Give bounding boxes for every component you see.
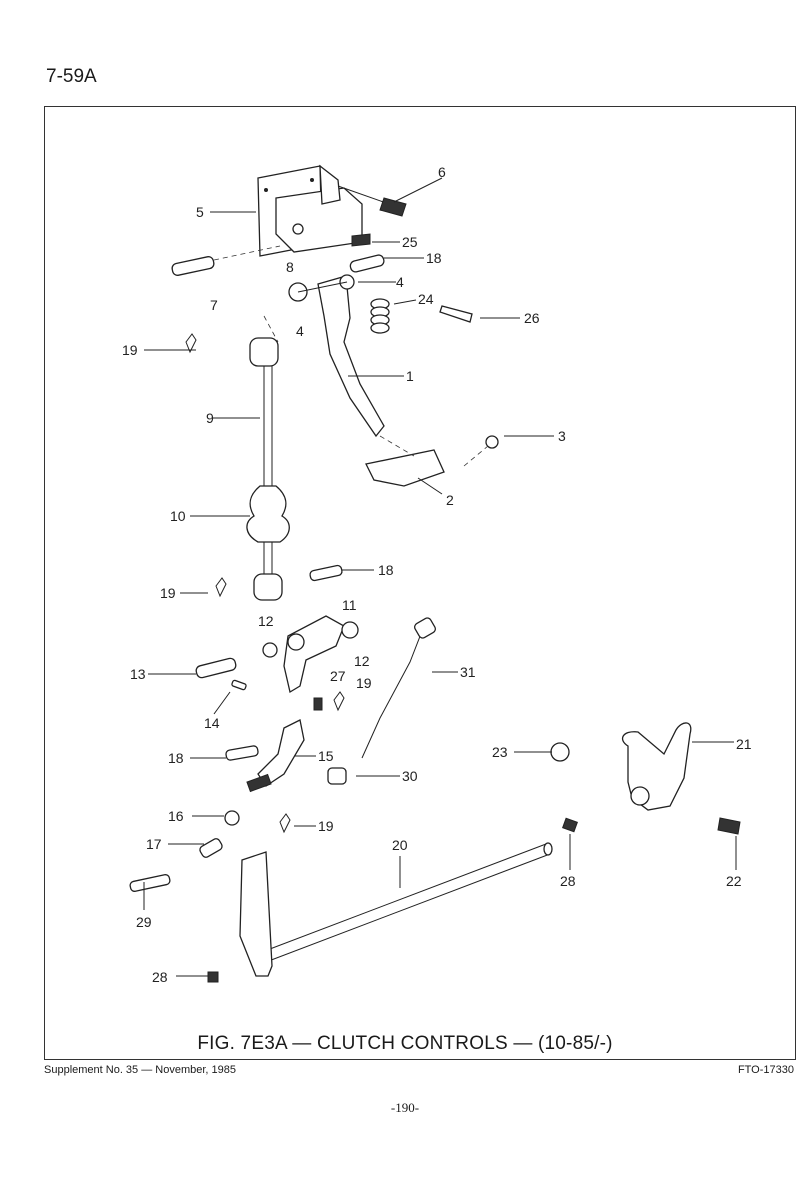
figure-frame (44, 106, 796, 1060)
callout-8: 8 (286, 259, 294, 275)
callout-24: 24 (418, 291, 434, 307)
adjusting-rod (361, 617, 436, 759)
callout-3: 3 (558, 428, 566, 444)
pin-lower (225, 745, 259, 761)
callout-30: 30 (402, 768, 418, 784)
jam-nut (224, 810, 240, 826)
lever-pin (195, 657, 237, 679)
link (199, 838, 223, 858)
cotter-pin-2 (215, 577, 227, 598)
callout-20: 20 (392, 837, 408, 853)
callout-31: 31 (460, 664, 476, 680)
callout-17: 17 (146, 836, 162, 852)
retainer-clip (351, 233, 371, 247)
pedal-bracket (257, 164, 363, 257)
callout-19-middle: 19 (160, 585, 176, 601)
callout-28-right: 28 (560, 873, 576, 889)
bolt (337, 185, 407, 217)
clutch-pedal-arm (288, 274, 385, 438)
callout-21: 21 (736, 736, 752, 752)
callout-2: 2 (446, 492, 454, 508)
stop-pin (439, 305, 473, 323)
callout-22: 22 (726, 873, 742, 889)
callout-18-middle: 18 (378, 562, 394, 578)
callout-5: 5 (196, 204, 204, 220)
rod-boot (246, 485, 290, 601)
clutch-controls-diagram: 5 6 25 8 18 4 7 24 26 4 19 1 9 3 2 10 18… (122, 164, 752, 985)
callout-26: 26 (524, 310, 540, 326)
figure-caption: FIG. 7E3A — CLUTCH CONTROLS — (10-85/-) (197, 1033, 613, 1054)
clutch-rod (249, 315, 279, 486)
callout-11: 11 (342, 597, 357, 613)
release-lever (283, 615, 345, 694)
pad-screw (463, 435, 499, 467)
grease-fitting (313, 697, 323, 711)
figure-id: FTO-17330 (737, 1064, 794, 1076)
rod-clevis (246, 719, 305, 793)
callout-7: 7 (210, 297, 218, 313)
callout-16: 16 (168, 808, 184, 824)
callout-18-top: 18 (426, 250, 442, 266)
pivot-pin (171, 245, 281, 276)
callout-4-lower: 4 (296, 323, 304, 339)
callout-23: 23 (492, 744, 508, 760)
fork-bolt (717, 817, 741, 835)
callout-1: 1 (406, 368, 414, 384)
leader-lines (143, 177, 737, 977)
fitting-upper (562, 817, 578, 833)
callout-19-top: 19 (122, 342, 138, 358)
pin-top (349, 254, 385, 273)
callout-25: 25 (402, 234, 418, 250)
cross-shaft (239, 842, 553, 977)
cotter-pin-1 (185, 333, 197, 354)
bushing-left (262, 642, 278, 658)
cotter-pin-4 (279, 813, 291, 834)
callout-12-right: 12 (354, 653, 370, 669)
callout-12-left: 12 (258, 613, 274, 629)
cotter-pin-3 (333, 691, 345, 712)
page-number: 7-59A (46, 66, 97, 87)
fork-nut (550, 742, 570, 762)
return-spring (370, 298, 390, 334)
bushing-right (341, 621, 359, 639)
callout-9: 9 (206, 410, 214, 426)
pin-middle (309, 564, 343, 582)
roll-pin (231, 679, 247, 691)
callout-19-lower: 19 (356, 675, 372, 691)
pedal-pad (365, 435, 445, 487)
clevis-pin (129, 874, 171, 892)
callout-19-bottom: 19 (318, 818, 334, 834)
callout-28-left: 28 (152, 969, 168, 985)
callout-14: 14 (204, 715, 220, 731)
callout-27: 27 (330, 668, 346, 684)
callout-15: 15 (318, 748, 334, 764)
callout-29: 29 (136, 914, 152, 930)
callout-18-lower: 18 (168, 750, 184, 766)
supplement-note: Supplement No. 35 — November, 1985 (44, 1064, 237, 1076)
callout-13: 13 (130, 666, 146, 682)
release-fork (621, 722, 692, 811)
folio: -190- (390, 1100, 420, 1115)
fitting-lower (207, 971, 219, 983)
trunnion (327, 767, 347, 785)
callout-4-top: 4 (396, 274, 404, 290)
callout-10: 10 (170, 508, 186, 524)
callout-6: 6 (438, 164, 446, 180)
